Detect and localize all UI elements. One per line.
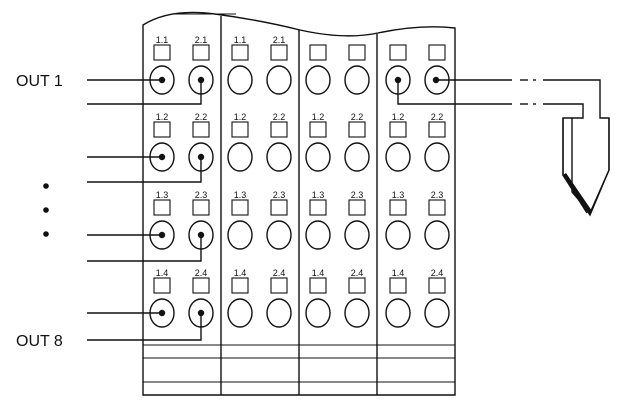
marker-square [389, 44, 407, 61]
marker-square [231, 277, 249, 294]
terminal-label: 1.3 [392, 190, 405, 200]
modules-layer: 1.1 2.1 1.2 2.2 1.3 2.3 1.4 2.4 1.1 2.1 1.2 2.2 1.3 2… [149, 35, 450, 328]
terminal-label: 2.1 [273, 35, 286, 45]
terminal-socket[interactable] [424, 220, 450, 250]
terminal-label: 1.2 [392, 112, 405, 122]
terminal-socket[interactable] [305, 298, 331, 328]
marker-square [153, 44, 171, 61]
marker-square [428, 121, 446, 138]
terminal-socket[interactable] [227, 298, 253, 328]
terminal-label: 2.3 [273, 190, 286, 200]
marker-square [270, 44, 288, 61]
terminal-socket[interactable] [266, 142, 292, 172]
terminal-label: 1.4 [312, 268, 325, 278]
terminal-socket[interactable] [344, 298, 370, 328]
terminal-socket[interactable] [344, 142, 370, 172]
marker-square [153, 277, 171, 294]
marker-square [348, 44, 366, 61]
terminal-label: 1.4 [392, 268, 405, 278]
marker-square [428, 44, 446, 61]
marker-square [389, 199, 407, 216]
terminal-label: 1.3 [312, 190, 325, 200]
sensor-probe-icon [562, 118, 610, 217]
module-3: 1.2 2.2 1.3 2.3 1.4 2.4 [305, 44, 370, 328]
marker-square [348, 121, 366, 138]
terminal-label: 2.4 [431, 268, 444, 278]
marker-square [153, 121, 171, 138]
marker-square [389, 121, 407, 138]
housing-outline [142, 11, 456, 396]
terminal-label: 1.2 [156, 112, 169, 122]
marker-square [389, 277, 407, 294]
marker-square [270, 199, 288, 216]
terminal-socket[interactable] [385, 142, 411, 172]
terminal-label: 1.2 [312, 112, 325, 122]
terminal-label: 1.1 [234, 35, 247, 45]
terminal-label: 1.3 [156, 190, 169, 200]
marker-square [192, 121, 210, 138]
terminal-socket[interactable] [305, 142, 331, 172]
terminal-label: 2.3 [431, 190, 444, 200]
module-4: 1.2 2.2 1.3 2.3 1.4 2.4 [385, 44, 450, 328]
terminal-label: 2.1 [195, 35, 208, 45]
marker-square [348, 199, 366, 216]
terminal-socket[interactable] [424, 142, 450, 172]
marker-square [231, 199, 249, 216]
terminal-label: 2.2 [273, 112, 286, 122]
terminal-label: 2.4 [351, 268, 364, 278]
terminal-socket[interactable] [227, 65, 253, 95]
terminal-socket[interactable] [344, 65, 370, 95]
marker-square [192, 199, 210, 216]
terminal-label: 1.1 [156, 35, 169, 45]
terminal-socket[interactable] [344, 220, 370, 250]
terminal-label: 2.2 [195, 112, 208, 122]
terminal-socket[interactable] [385, 220, 411, 250]
terminal-socket[interactable] [266, 65, 292, 95]
terminal-label: 2.4 [273, 268, 286, 278]
marker-square [231, 121, 249, 138]
terminal-label: 1.2 [234, 112, 247, 122]
marker-square [231, 44, 249, 61]
marker-square [428, 277, 446, 294]
ellipsis-dots-icon [43, 183, 49, 237]
terminal-socket[interactable] [266, 298, 292, 328]
out-8-label: OUT 8 [16, 333, 63, 350]
marker-square [153, 199, 171, 216]
terminal-socket[interactable] [385, 298, 411, 328]
marker-square [270, 121, 288, 138]
terminal-label: 2.2 [351, 112, 364, 122]
marker-square [309, 121, 327, 138]
terminal-socket[interactable] [305, 65, 331, 95]
terminal-label: 2.4 [195, 268, 208, 278]
terminal-socket[interactable] [424, 298, 450, 328]
module-1-wiring [87, 76, 205, 341]
terminal-label: 2.3 [351, 190, 364, 200]
terminal-label: 1.4 [156, 268, 169, 278]
terminal-label: 1.3 [234, 190, 247, 200]
marker-square [309, 44, 327, 61]
marker-square [309, 199, 327, 216]
marker-square [428, 199, 446, 216]
terminal-socket[interactable] [266, 220, 292, 250]
module-2: 1.1 2.1 1.2 2.2 1.3 2.3 1.4 2.4 [227, 35, 292, 328]
terminal-label: 2.3 [195, 190, 208, 200]
terminal-socket[interactable] [305, 220, 331, 250]
marker-square [309, 277, 327, 294]
marker-square [270, 277, 288, 294]
terminal-socket[interactable] [227, 220, 253, 250]
out-1-label: OUT 1 [16, 73, 63, 90]
marker-square [348, 277, 366, 294]
terminal-label: 2.2 [431, 112, 444, 122]
marker-square [192, 44, 210, 61]
terminal-label: 1.4 [234, 268, 247, 278]
marker-square [192, 277, 210, 294]
terminal-socket[interactable] [227, 142, 253, 172]
